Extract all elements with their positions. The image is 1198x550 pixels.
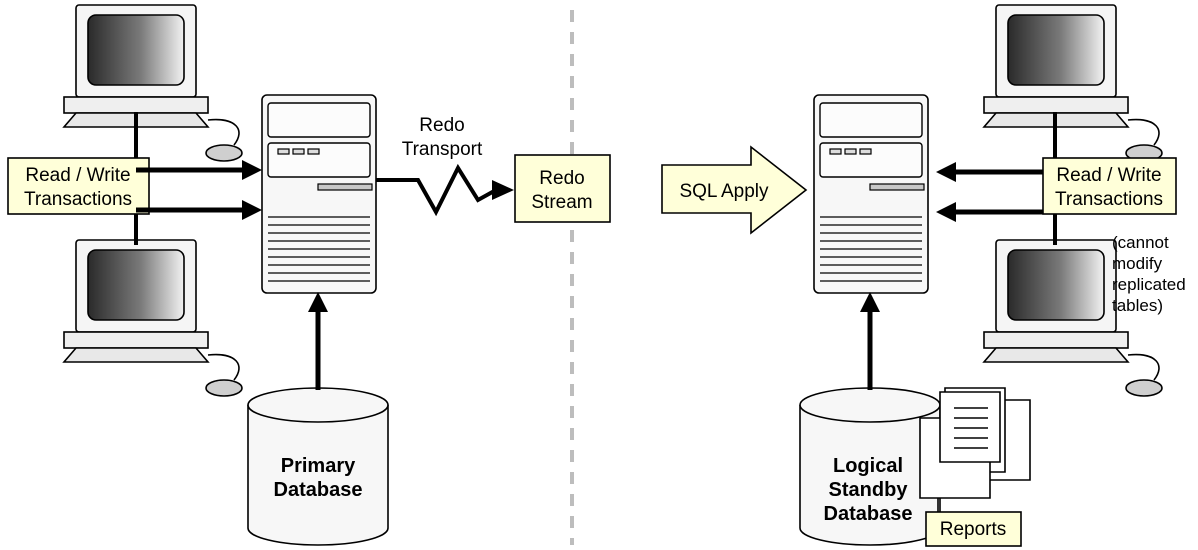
redo-transport-label-2: Transport <box>402 139 483 160</box>
read-write-label-left-2: Transactions <box>24 189 132 210</box>
reports-label: Reports <box>940 519 1007 540</box>
sql-apply-label: SQL Apply <box>679 181 769 202</box>
redo-stream-label-1: Redo <box>539 168 584 189</box>
standby-db-label-1: Logical <box>833 455 903 477</box>
workstation-icon-left-top <box>63 4 243 162</box>
primary-db-label-2: Database <box>274 479 363 501</box>
note-label-1: (cannot <box>1112 233 1169 252</box>
standby-server-icon <box>813 94 929 294</box>
primary-db-label-1: Primary <box>281 455 356 477</box>
workstation-icon-left-bottom <box>63 239 243 397</box>
note-label-4: tables) <box>1112 296 1163 315</box>
standby-db-label-3: Database <box>824 503 913 525</box>
read-write-label-right-1: Read / Write <box>1056 165 1161 186</box>
reports-documents-icon <box>919 387 1031 512</box>
note-label-2: modify <box>1112 254 1163 273</box>
standby-db-label-2: Standby <box>829 479 909 501</box>
note-label-3: replicated <box>1112 275 1186 294</box>
standby-database-icon <box>799 387 941 546</box>
read-write-label-right-2: Transactions <box>1055 189 1163 210</box>
primary-server-icon <box>261 94 377 294</box>
primary-database-icon <box>247 387 389 546</box>
redo-transport-label-1: Redo <box>419 115 464 136</box>
workstation-icon-right-top <box>983 4 1163 162</box>
read-write-label-left-1: Read / Write <box>25 165 130 186</box>
redo-stream-label-2: Stream <box>531 192 592 213</box>
redo-stream-box <box>514 154 611 223</box>
sql-apply-arrow <box>661 145 808 235</box>
read-write-box-right <box>1042 157 1177 215</box>
reports-box <box>925 511 1022 547</box>
redo-transport-line <box>376 163 497 217</box>
read-write-box-left <box>7 157 150 215</box>
